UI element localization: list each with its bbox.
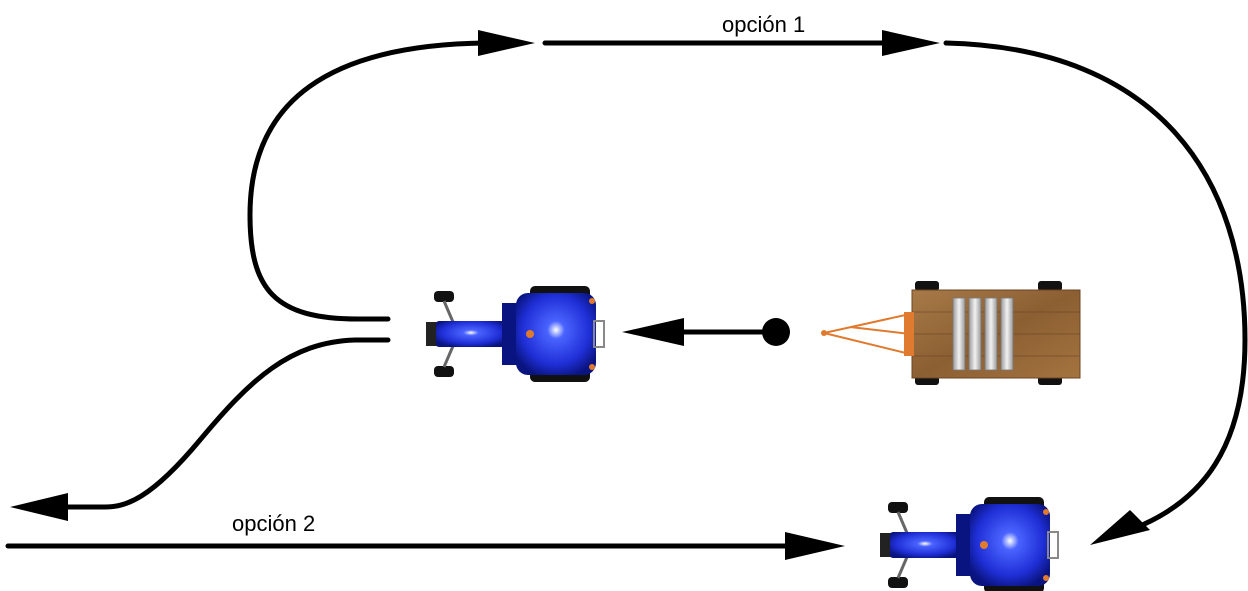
option-1-label: opción 1 (722, 12, 805, 37)
hitch-point-icon (762, 318, 790, 346)
option-1-path (247, 40, 1248, 529)
option-2-path (5, 337, 793, 549)
arrow-head-icon (1090, 510, 1150, 545)
hitch-approach-arrow (622, 318, 790, 346)
tractor-top-view-icon (878, 495, 1060, 591)
option-1-start-curve (247, 40, 488, 322)
option-2-label: opción 2 (232, 511, 315, 536)
arrow-head-icon (478, 30, 535, 56)
option-1-right-curve (943, 40, 1248, 529)
option-2-reverse-curve (62, 337, 391, 510)
trailer-top-view-icon (821, 281, 1081, 385)
arrow-head-icon (10, 493, 68, 521)
arrow-head-icon (785, 532, 845, 560)
arrow-head-icon (882, 30, 940, 56)
tractor-top-view-icon (424, 284, 606, 384)
arrow-head-icon (622, 318, 684, 346)
